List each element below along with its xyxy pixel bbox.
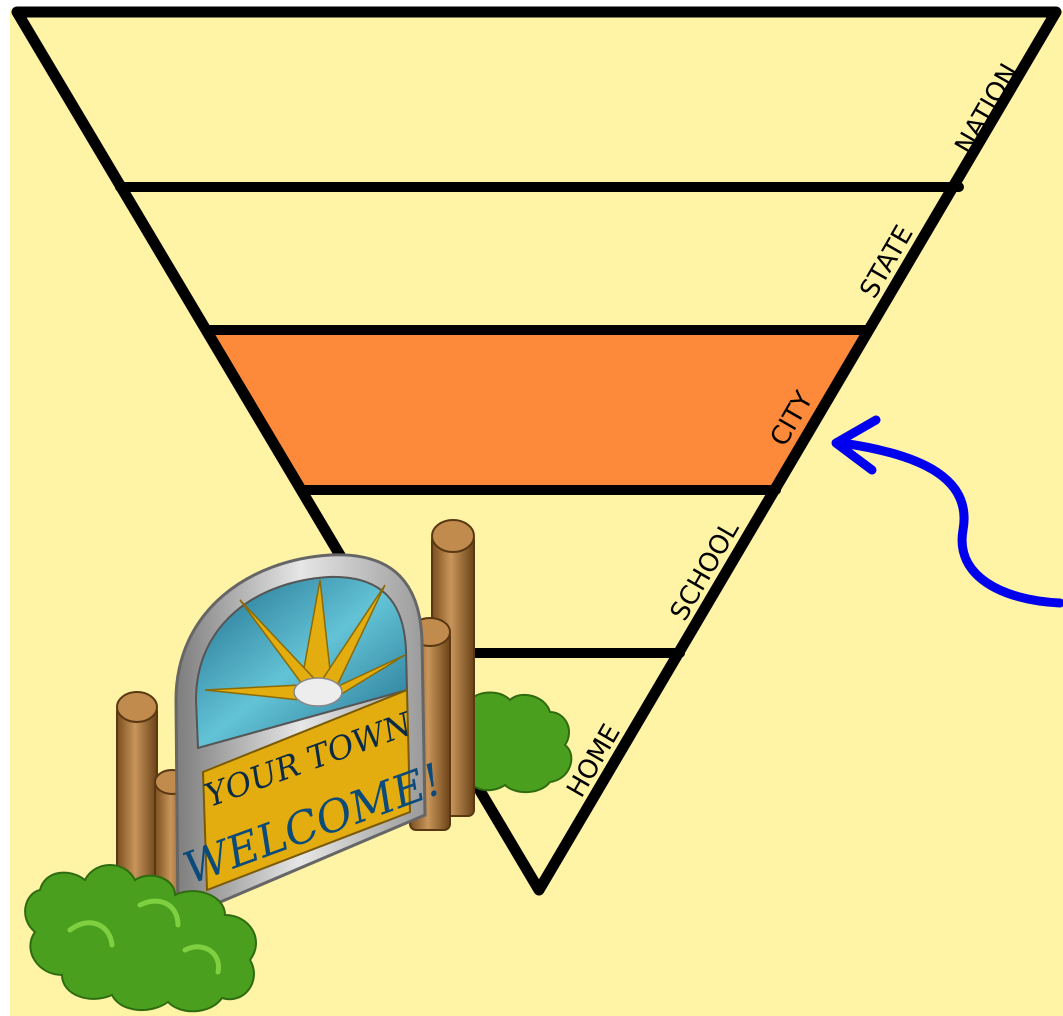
band-nation: [17, 12, 1056, 187]
band-city: [210, 330, 868, 490]
wooden-post-icon: [432, 520, 474, 552]
wooden-post-icon: [117, 692, 157, 722]
band-state: [120, 187, 959, 330]
sun-icon: [294, 678, 342, 706]
